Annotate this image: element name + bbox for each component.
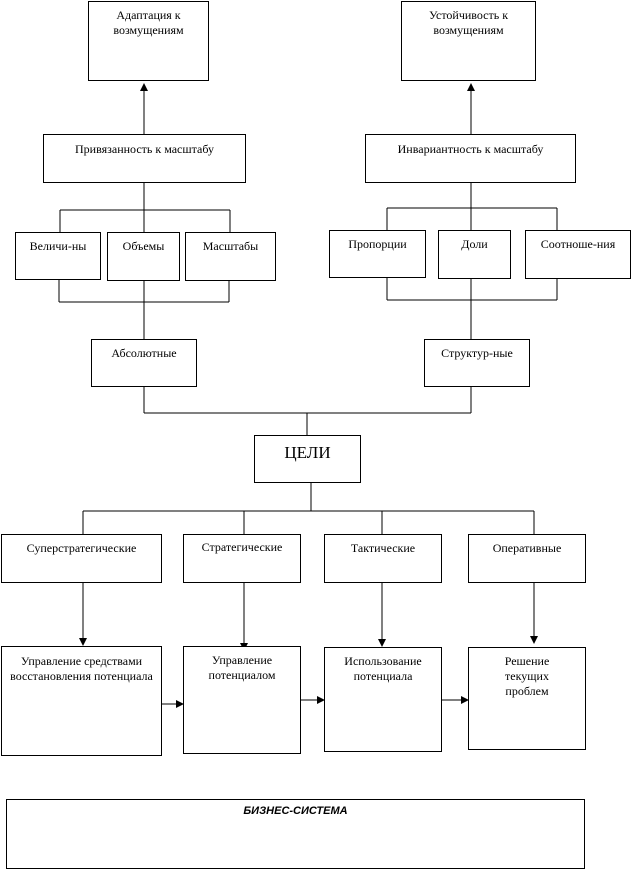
potential-usage-label: Использование потенциала bbox=[344, 654, 422, 683]
scale-invariance-label: Инвариантность к масштабу bbox=[397, 142, 544, 156]
shares-box: Доли bbox=[438, 230, 511, 279]
strategic-label: Стратегические bbox=[201, 540, 283, 554]
scales-box: Масштабы bbox=[185, 232, 276, 281]
recovery-management-label: Управление средствами восстановления пот… bbox=[10, 654, 153, 683]
ratios-label: Соотноше-ния bbox=[540, 237, 616, 251]
potential-management-box: Управление потенциалом bbox=[183, 646, 301, 754]
business-system-box: БИЗНЕС-СИСТЕМА bbox=[6, 799, 585, 869]
structural-label: Структур-ные bbox=[441, 346, 513, 360]
goals-label: ЦЕЛИ bbox=[284, 443, 331, 462]
superstrategic-label: Суперстратегические bbox=[26, 541, 137, 555]
strategic-box: Стратегические bbox=[183, 534, 301, 583]
volumes-box: Объемы bbox=[107, 232, 180, 281]
potential-usage-box: Использование потенциала bbox=[324, 647, 442, 752]
shares-label: Доли bbox=[461, 237, 488, 251]
tactical-label: Тактические bbox=[350, 541, 416, 555]
potential-management-label: Управление потенциалом bbox=[208, 653, 276, 682]
current-problems-box: Решение текущих проблем bbox=[468, 647, 586, 750]
scale-binding-box: Привязанность к масштабу bbox=[43, 134, 246, 183]
adaptation-label: Адаптация к возмущениям bbox=[113, 8, 184, 37]
operational-label: Оперативные bbox=[492, 541, 562, 555]
values-box: Величи-ны bbox=[15, 232, 101, 280]
absolute-label: Абсолютные bbox=[111, 346, 177, 360]
tactical-box: Тактические bbox=[324, 534, 442, 583]
scale-binding-label: Привязанность к масштабу bbox=[75, 142, 214, 156]
ratios-box: Соотноше-ния bbox=[525, 230, 631, 279]
absolute-box: Абсолютные bbox=[91, 339, 197, 387]
current-problems-label: Решение текущих проблем bbox=[504, 654, 550, 698]
proportions-box: Пропорции bbox=[329, 230, 426, 278]
scale-invariance-box: Инвариантность к масштабу bbox=[365, 134, 576, 183]
values-label: Величи-ны bbox=[29, 239, 87, 253]
stability-label: Устойчивость к возмущениям bbox=[428, 8, 509, 37]
scales-label: Масштабы bbox=[202, 239, 259, 253]
structural-box: Структур-ные bbox=[424, 339, 530, 387]
operational-box: Оперативные bbox=[468, 534, 586, 583]
proportions-label: Пропорции bbox=[348, 237, 407, 251]
stability-box: Устойчивость к возмущениям bbox=[401, 1, 536, 81]
adaptation-box: Адаптация к возмущениям bbox=[88, 1, 209, 81]
business-system-label: БИЗНЕС-СИСТЕМА bbox=[243, 805, 348, 817]
recovery-management-box: Управление средствами восстановления пот… bbox=[1, 646, 162, 756]
volumes-label: Объемы bbox=[122, 239, 165, 253]
goals-box: ЦЕЛИ bbox=[254, 435, 361, 483]
superstrategic-box: Суперстратегические bbox=[1, 534, 162, 583]
